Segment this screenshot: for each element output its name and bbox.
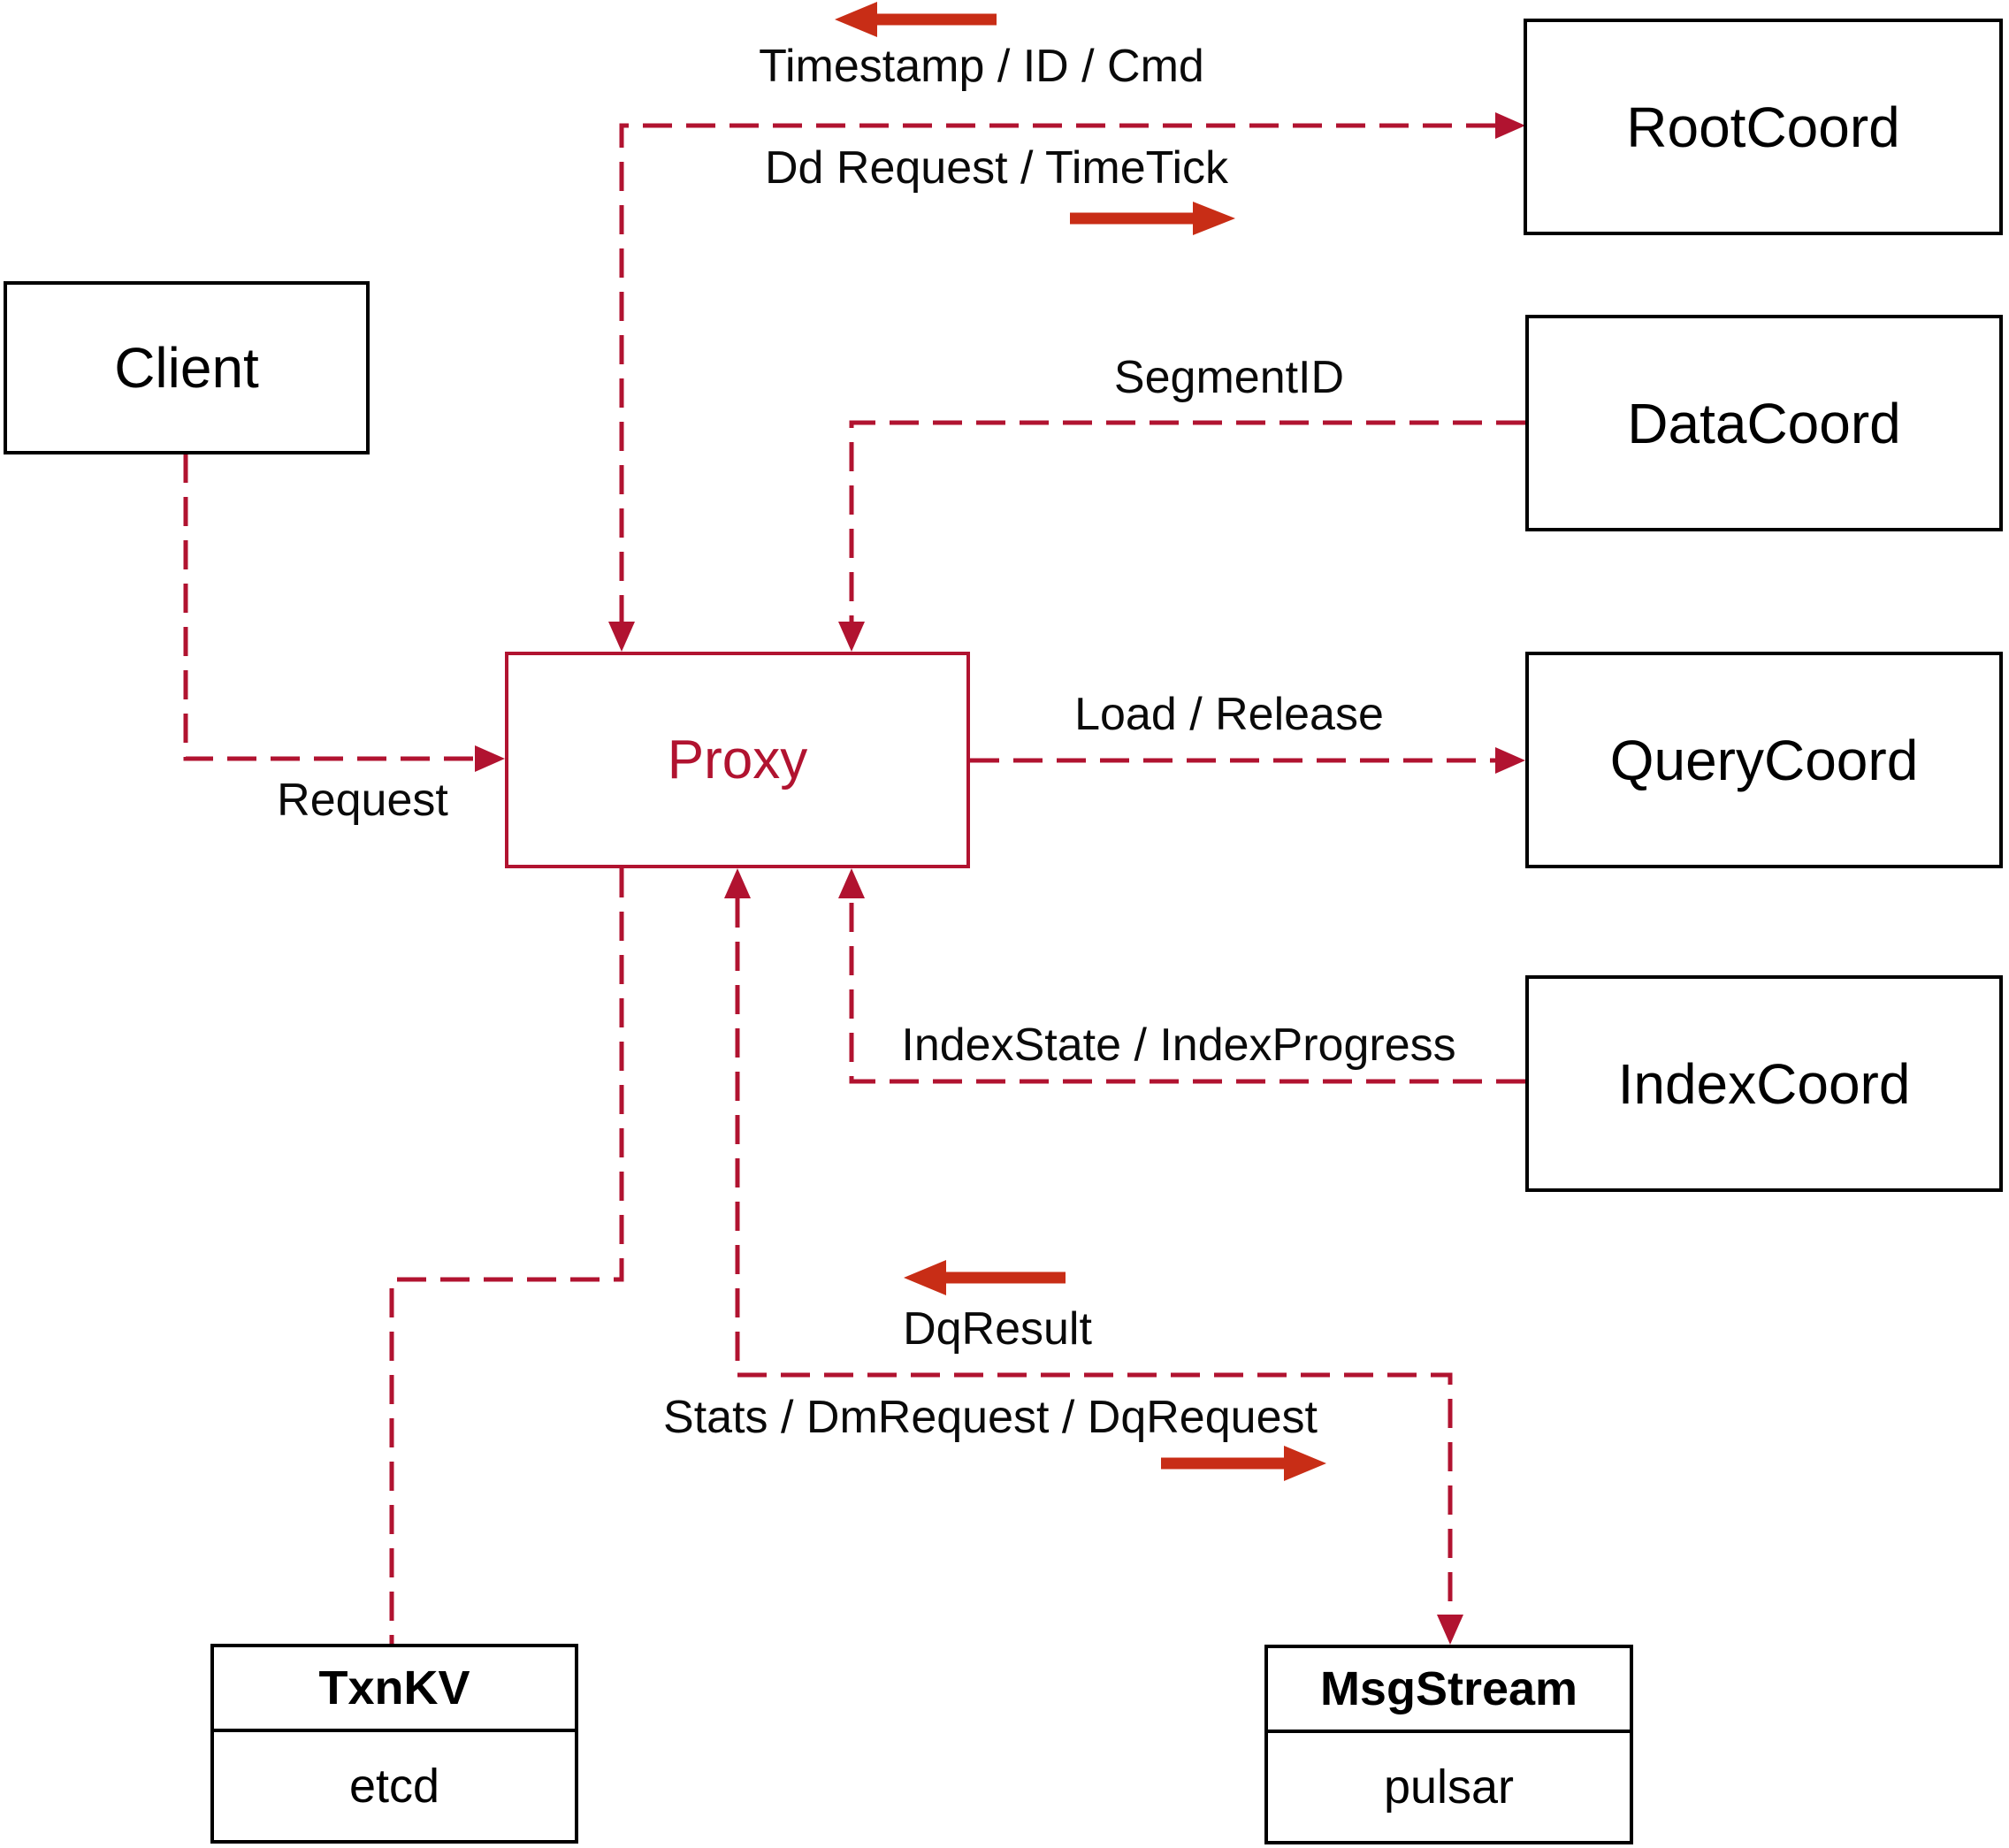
edge-proxy-txnkv — [389, 868, 624, 1644]
arrowhead-into-rootcoord — [1495, 112, 1525, 139]
node-txnkv-title: TxnKV — [214, 1647, 575, 1732]
edge-datacoord-proxy — [849, 420, 1525, 630]
edge-label-dd-request-timetick: Dd Request / TimeTick — [764, 142, 1229, 194]
direction-arrow-left-timestamp — [835, 2, 997, 37]
edge-label-timestamp-id-cmd: Timestamp / ID / Cmd — [759, 41, 1204, 92]
node-rootcoord: RootCoord — [1524, 19, 2003, 235]
edge-label-load-release: Load / Release — [1074, 689, 1384, 740]
node-txnkv-sub: etcd — [348, 1760, 440, 1813]
node-client: Client — [4, 281, 370, 454]
arrowhead-into-querycoord — [1495, 747, 1525, 774]
arrowhead-into-msgstream — [1437, 1615, 1463, 1645]
node-msgstream-title: MsgStream — [1268, 1648, 1630, 1733]
arrowhead-into-proxy-top-left — [608, 622, 635, 652]
arrowhead-into-proxy-top-right — [838, 622, 865, 652]
arrowhead-into-proxy-bottom-left — [724, 868, 751, 898]
edge-label-request: Request — [277, 775, 448, 826]
edge-label-stats-dmrequest-dqrequest: Stats / DmRequest / DqRequest — [663, 1392, 1318, 1443]
edge-label-dqresult: DqResult — [903, 1303, 1092, 1355]
node-client-label: Client — [114, 336, 259, 400]
node-msgstream-sub: pulsar — [1383, 1760, 1515, 1814]
node-msgstream: MsgStream pulsar — [1264, 1645, 1633, 1844]
node-proxy-label: Proxy — [667, 729, 808, 790]
node-rootcoord-label: RootCoord — [1626, 95, 1900, 159]
node-txnkv: TxnKV etcd — [210, 1644, 578, 1844]
direction-arrow-left-dqresult — [904, 1260, 1066, 1295]
node-indexcoord-label: IndexCoord — [1617, 1051, 1911, 1116]
arrowhead-into-proxy-left — [475, 745, 505, 772]
direction-arrow-right-ddrequest — [1070, 202, 1235, 235]
edge-proxy-msgstream — [735, 898, 1453, 1615]
edge-indexcoord-proxy — [849, 898, 1525, 1084]
edge-label-indexstate-indexprogress: IndexState / IndexProgress — [901, 1019, 1456, 1071]
node-proxy: Proxy — [505, 652, 970, 868]
node-datacoord: DataCoord — [1525, 315, 2003, 531]
direction-arrow-right-stats — [1161, 1446, 1326, 1481]
node-querycoord: QueryCoord — [1525, 652, 2003, 868]
arrowhead-into-proxy-bottom-right — [838, 868, 865, 898]
node-datacoord-label: DataCoord — [1627, 391, 1901, 455]
node-querycoord-label: QueryCoord — [1609, 728, 1919, 792]
edge-client-proxy — [183, 454, 475, 761]
node-indexcoord: IndexCoord — [1525, 975, 2003, 1192]
edge-proxy-rootcoord — [619, 123, 1495, 630]
edge-label-segmentid: SegmentID — [1113, 352, 1345, 403]
